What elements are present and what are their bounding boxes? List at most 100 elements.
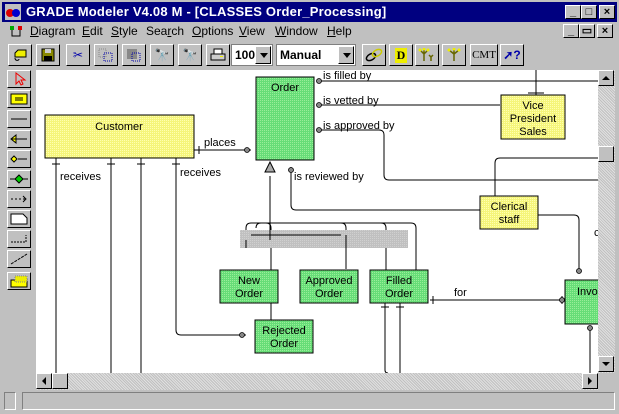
document-icon[interactable]	[8, 24, 24, 40]
copy-button[interactable]	[94, 44, 118, 66]
svg-text:Sales: Sales	[519, 126, 547, 138]
svg-text:Order: Order	[235, 288, 263, 300]
doc-close-button[interactable]: ×	[597, 24, 613, 38]
diagram-canvas[interactable]: Order Customer Vice President Sales Cler…	[36, 70, 598, 373]
tool-inheritance[interactable]	[7, 130, 31, 148]
menu-window[interactable]: Window	[275, 24, 318, 38]
menu-edit[interactable]: Edit	[82, 24, 103, 38]
tool-composition[interactable]	[7, 170, 31, 188]
chevron-down-icon[interactable]	[255, 46, 271, 64]
svg-text:Filled: Filled	[386, 275, 412, 287]
class-rejected-order[interactable]: Rejected Order	[254, 319, 314, 354]
class-invoice[interactable]: Invo	[564, 279, 598, 325]
menu-search[interactable]: Search	[146, 24, 185, 38]
context-help-button[interactable]: ➚?	[500, 44, 524, 66]
open-button[interactable]	[8, 44, 32, 66]
label-places: places	[204, 137, 236, 149]
tool-package[interactable]	[7, 272, 31, 290]
paste-button[interactable]	[122, 44, 146, 66]
minimize-button[interactable]: _	[565, 5, 581, 19]
scroll-left-button[interactable]	[36, 373, 52, 389]
tool-note[interactable]	[7, 210, 31, 228]
tool-select[interactable]	[7, 70, 31, 88]
tool-class[interactable]	[7, 90, 31, 108]
menu-diagram[interactable]: Diagram	[30, 24, 76, 38]
find-button[interactable]: 🔭	[150, 44, 174, 66]
horizontal-scroll-thumb[interactable]	[52, 373, 68, 389]
vertical-scroll-thumb[interactable]	[598, 146, 614, 162]
svg-text:Order: Order	[271, 82, 299, 94]
toolbar: ✂ 🔭 🔭 100 Manual D	[2, 42, 617, 68]
save-button[interactable]	[36, 44, 60, 66]
svg-text:Clerical: Clerical	[491, 201, 528, 213]
comment-button[interactable]: CMT	[470, 44, 498, 66]
assoc-filled-down-1[interactable]	[384, 303, 389, 373]
assoc-clerical-up[interactable]	[494, 157, 598, 196]
scroll-right-button[interactable]	[582, 373, 598, 389]
tree-expand-button[interactable]	[415, 44, 439, 66]
close-button[interactable]: ×	[599, 5, 615, 19]
svg-text:Order: Order	[385, 288, 413, 300]
class-customer[interactable]: Customer	[44, 114, 195, 159]
doc-minimize-button[interactable]: _	[563, 24, 579, 38]
tool-free-line[interactable]	[7, 250, 31, 268]
assoc-receives-4[interactable]	[175, 158, 246, 336]
link-button[interactable]	[362, 44, 386, 66]
svg-text:staff: staff	[499, 214, 521, 226]
comment-icon: CMT	[472, 49, 496, 61]
assoc-clerical-invoice[interactable]	[530, 214, 580, 270]
chevron-down-icon[interactable]	[338, 46, 354, 64]
window-title: GRADE Modeler V4.08 M - [CLASSES Order_P…	[26, 4, 387, 19]
label-is-approved-by: is approved by	[323, 120, 395, 132]
aggregation-icon	[10, 155, 27, 163]
find-next-button[interactable]: 🔭	[178, 44, 202, 66]
save-icon	[41, 48, 55, 62]
tool-dependency[interactable]	[7, 190, 31, 208]
d-button[interactable]: D	[389, 44, 413, 66]
tool-line[interactable]	[7, 110, 31, 128]
svg-text:New: New	[238, 275, 260, 287]
zoom-combo[interactable]: 100	[231, 44, 273, 66]
maximize-button[interactable]: □	[581, 5, 597, 19]
tree-icon	[447, 48, 461, 61]
scroll-down-button[interactable]	[598, 356, 614, 372]
doc-restore-button[interactable]: ▭	[579, 24, 595, 38]
menu-help[interactable]: Help	[327, 24, 352, 38]
menu-style[interactable]: Style	[111, 24, 138, 38]
class-filled-order[interactable]: Filled Order	[369, 269, 429, 304]
scroll-up-button[interactable]	[598, 70, 614, 86]
status-bar	[4, 392, 615, 410]
class-vice-president-sales[interactable]: Vice President Sales	[500, 94, 566, 140]
tree-expand-icon	[418, 48, 434, 61]
menu-view[interactable]: View	[239, 24, 265, 38]
print-icon	[210, 48, 226, 61]
assoc-is-reviewed-by[interactable]	[290, 167, 480, 211]
inheritance-triangle	[264, 160, 276, 173]
label-receives-1: receives	[60, 171, 101, 183]
class-new-order[interactable]: New Order	[219, 269, 279, 304]
assoc-is-approved-by[interactable]	[317, 129, 598, 181]
menu-options[interactable]: Options	[192, 24, 234, 38]
tool-aggregation[interactable]	[7, 150, 31, 168]
svg-text:Order: Order	[315, 288, 343, 300]
svg-text:President: President	[510, 113, 556, 125]
cut-button[interactable]: ✂	[66, 44, 90, 66]
chevron-down-icon	[602, 362, 610, 366]
class-clerical-staff[interactable]: Clerical staff	[479, 195, 539, 230]
free-line-icon	[10, 253, 28, 265]
tool-note-link[interactable]	[7, 230, 31, 248]
tree-button[interactable]	[442, 44, 466, 66]
class-order[interactable]: Order	[255, 76, 315, 161]
vertical-scrollbar[interactable]	[598, 70, 615, 373]
class-approved-order[interactable]: Approved Order	[299, 269, 359, 304]
class-diagram: Order Customer Vice President Sales Cler…	[44, 70, 598, 373]
horizontal-scrollbar[interactable]	[36, 373, 598, 390]
layout-mode-value: Manual	[280, 48, 322, 62]
find-next-icon: 🔭	[182, 48, 198, 62]
label-is-reviewed-by: is reviewed by	[294, 171, 364, 183]
print-button[interactable]	[206, 44, 230, 66]
layout-mode-combo[interactable]: Manual	[276, 44, 356, 66]
inheritance-icon	[10, 133, 27, 145]
svg-text:Vice: Vice	[522, 100, 543, 112]
